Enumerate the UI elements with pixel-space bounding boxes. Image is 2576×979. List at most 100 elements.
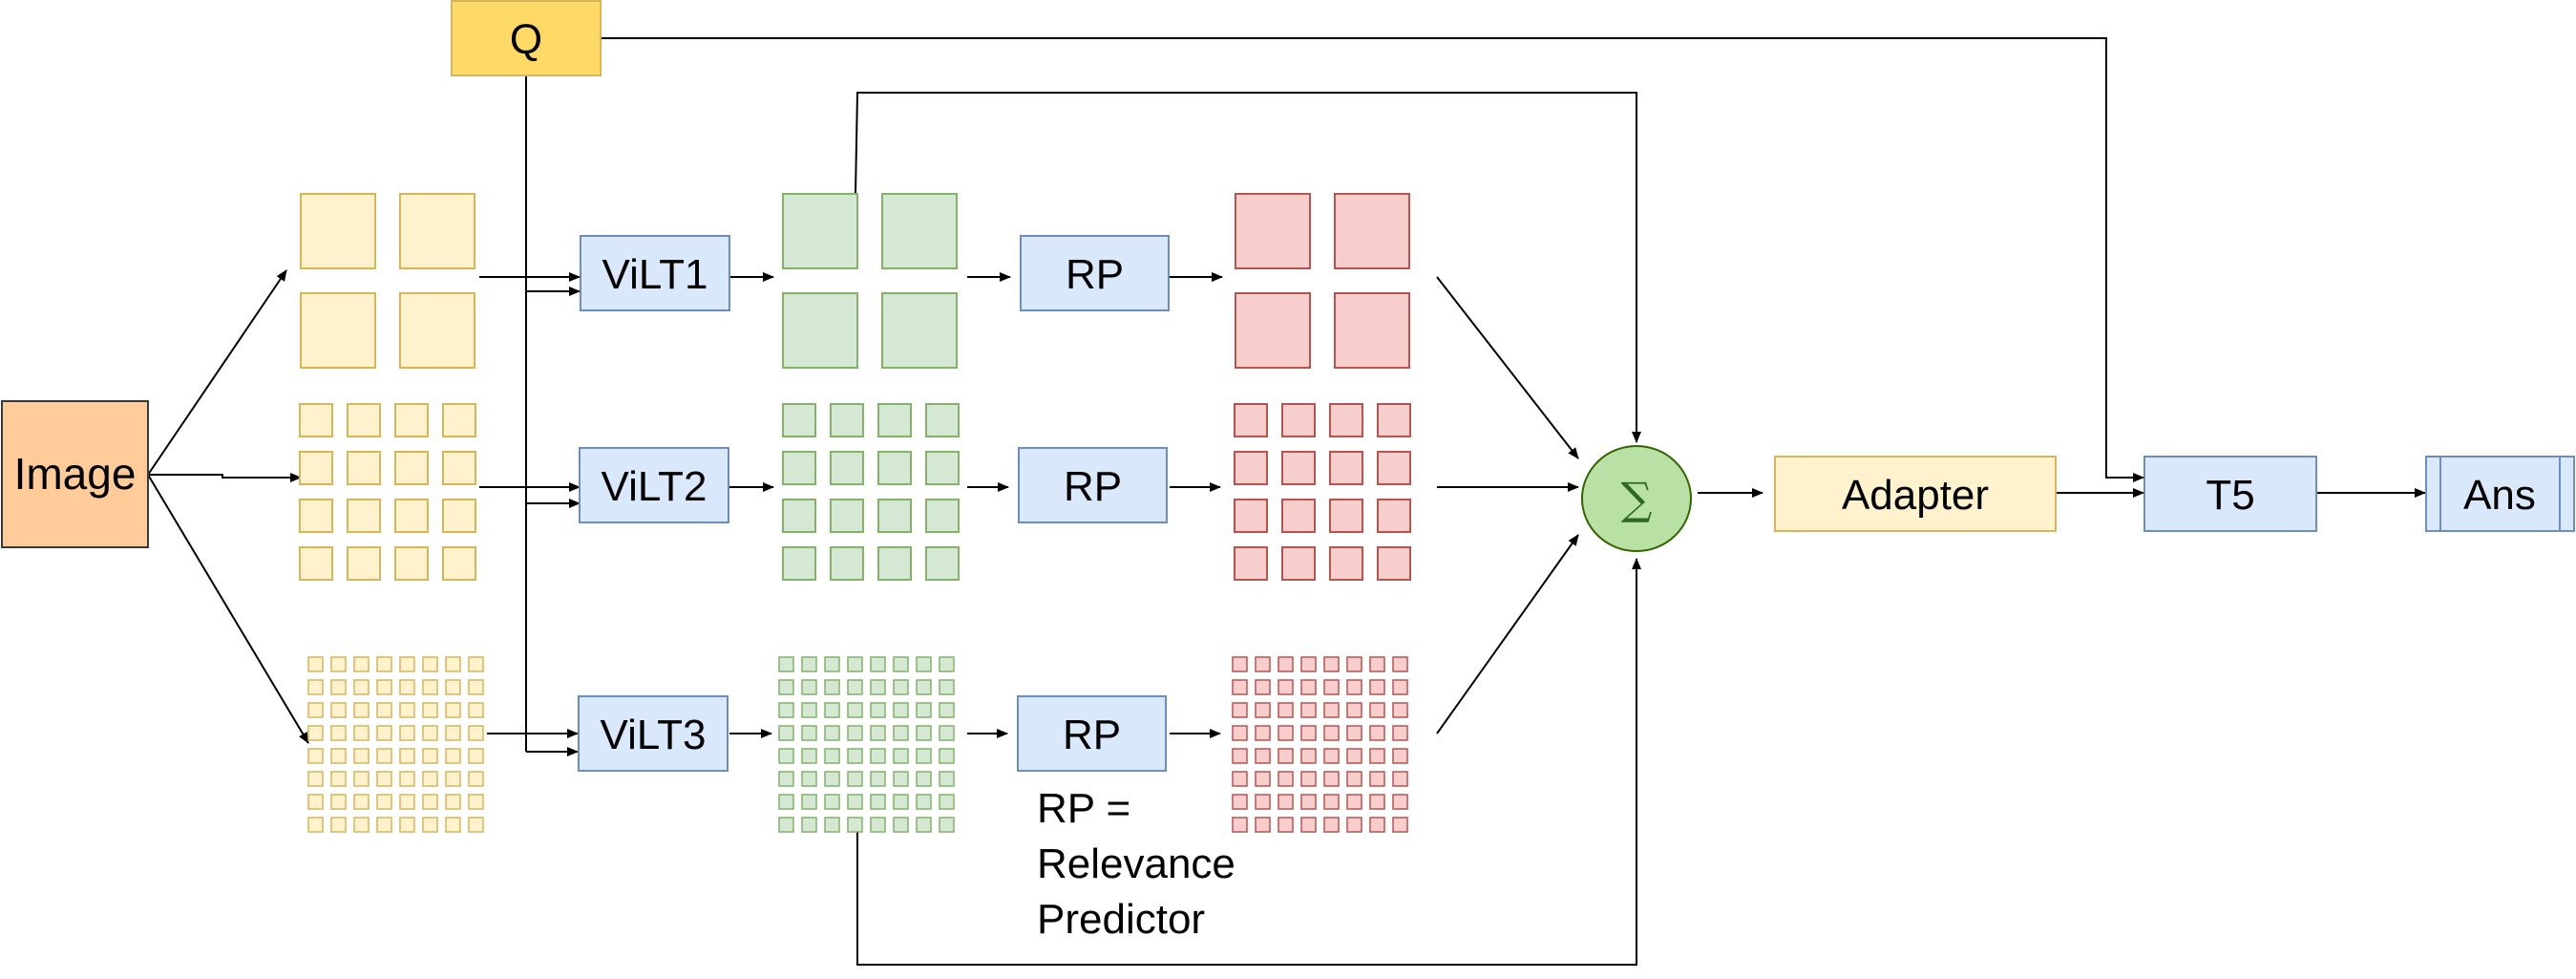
patch-cell: [1346, 771, 1362, 787]
patch-cell: [870, 725, 886, 741]
legend-line-2: Relevance: [1037, 841, 1235, 887]
vilt3-label: ViLT3: [601, 712, 707, 758]
patch-cell: [300, 193, 376, 269]
patch-cell: [468, 817, 484, 833]
patch-cell: [330, 679, 347, 695]
patch-cell: [1323, 817, 1340, 833]
patch-cell: [881, 193, 958, 269]
patch-cell: [778, 817, 794, 833]
patch-cell: [1323, 748, 1340, 764]
edge-image-to-fine: [147, 474, 309, 744]
patch-cell: [1346, 702, 1362, 718]
patch-cell: [1329, 451, 1363, 485]
adapter-label: Adapter: [1842, 472, 1989, 519]
patch-cell: [442, 546, 476, 581]
patch-cell: [916, 794, 932, 810]
vilt2-label: ViLT2: [602, 463, 707, 510]
patch-cell: [782, 193, 858, 269]
patch-cell: [1346, 656, 1362, 672]
rp3-label: RP: [1063, 712, 1121, 758]
patch-cell: [801, 679, 817, 695]
patch-cell: [1277, 679, 1294, 695]
patch-cell: [830, 451, 864, 485]
patch-cell: [1232, 725, 1248, 741]
patch-cell: [1255, 725, 1271, 741]
patch-cell: [347, 499, 381, 533]
patch-cell: [824, 771, 840, 787]
patch-cell: [399, 656, 415, 672]
edge-image-to-coarse: [147, 269, 287, 476]
patch-cell: [1277, 794, 1294, 810]
patch-cell: [877, 403, 912, 437]
patch-cell: [939, 794, 955, 810]
patch-cell: [870, 656, 886, 672]
patch-cell: [1392, 748, 1408, 764]
patch-cell: [376, 794, 392, 810]
answer-label: Ans: [2463, 472, 2536, 519]
patch-cell: [847, 748, 863, 764]
patch-cell: [925, 546, 960, 581]
patch-cell: [1300, 748, 1317, 764]
vilt3-node: ViLT3: [578, 695, 728, 772]
patch-cell: [778, 771, 794, 787]
patch-cell: [801, 817, 817, 833]
patch-cell: [445, 656, 461, 672]
patch-cell: [1255, 771, 1271, 787]
patch-cell: [399, 794, 415, 810]
rp3-box: [1017, 695, 1167, 772]
patch-cell: [1323, 702, 1340, 718]
patch-cell: [939, 725, 955, 741]
patch-cell: [870, 748, 886, 764]
patch-cell: [824, 794, 840, 810]
patch-cell: [801, 725, 817, 741]
rp2-node: RP: [1018, 447, 1168, 523]
image-box: [1, 400, 149, 548]
patch-cell: [299, 451, 333, 485]
patch-cell: [376, 656, 392, 672]
patch-cell: [422, 656, 438, 672]
patch-cell: [881, 292, 958, 369]
patch-cell: [824, 656, 840, 672]
patch-cell: [1232, 679, 1248, 695]
patch-cell: [1329, 546, 1363, 581]
patch-cell: [1255, 748, 1271, 764]
vilt2-node: ViLT2: [579, 447, 729, 523]
patch-cell: [1255, 794, 1271, 810]
patch-cell: [422, 817, 438, 833]
patch-cell: [847, 794, 863, 810]
edge-q-to-t5: [602, 37, 2144, 482]
patch-cell: [1369, 794, 1385, 810]
patch-cell: [824, 725, 840, 741]
patch-cell: [1277, 817, 1294, 833]
patch-cell: [1392, 725, 1408, 741]
edge-red3-to-sum: [1436, 534, 1579, 734]
patch-cell: [1277, 771, 1294, 787]
patch-cell: [394, 499, 429, 533]
patch-cell: [847, 679, 863, 695]
patch-cell: [1300, 725, 1317, 741]
patch-cell: [1234, 451, 1268, 485]
connectors: [147, 37, 2426, 966]
patch-cell: [307, 771, 324, 787]
patch-cell: [307, 725, 324, 741]
patch-cell: [1232, 771, 1248, 787]
patch-cell: [468, 656, 484, 672]
patch-cell: [1329, 499, 1363, 533]
patch-cell: [1346, 817, 1362, 833]
patch-cell: [1281, 499, 1316, 533]
patch-grid-fine-red: [1232, 656, 1408, 833]
patch-cell: [1334, 193, 1410, 269]
patch-cell: [778, 679, 794, 695]
patch-cell: [916, 771, 932, 787]
patch-cell: [801, 656, 817, 672]
patch-cell: [1300, 771, 1317, 787]
patch-cell: [801, 771, 817, 787]
patch-cell: [1300, 817, 1317, 833]
patch-cell: [778, 748, 794, 764]
patch-cell: [1281, 403, 1316, 437]
patch-cell: [399, 679, 415, 695]
patch-cell: [394, 546, 429, 581]
patch-cell: [824, 702, 840, 718]
